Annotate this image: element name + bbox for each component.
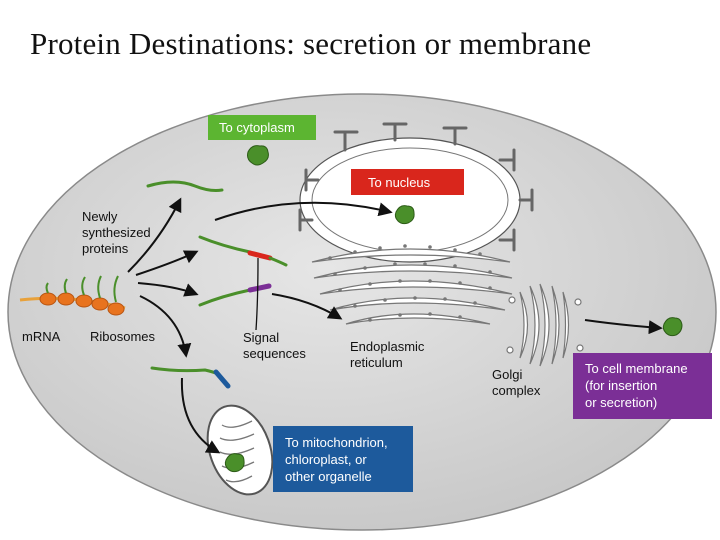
er-ribosome-dots [328,244,492,322]
pathway-arrows [127,197,663,454]
label-golgi-complex: Golgi complex [492,367,541,398]
label-ribosomes: Ribosomes [90,329,156,344]
protein-chains [146,180,288,389]
svg-text:To mitochondrion, chloro: To mitochondrion, chloroplast, or other … [285,435,391,484]
mitochondrion [206,404,274,496]
box-to-cell-membrane: To cell membrane (for insertion or secre… [573,353,712,419]
svg-text:To cell membrane (for in: To cell membrane (for insertion or secre… [585,361,691,410]
slide-title: Protein Destinations: secretion or membr… [30,26,592,61]
svg-text:To nucleus: To nucleus [368,175,431,190]
leader-line-signal-sequences [255,257,259,331]
golgi-complex [506,283,584,367]
folded-protein-icon [224,145,683,473]
ribosomes [39,292,125,316]
box-to-mitochondrion: To mitochondrion, chloroplast, or other … [273,426,413,492]
svg-text:To cytoplasm: To cytoplasm [219,120,295,135]
cell-body [7,93,717,531]
label-newly-synthesized-proteins: Newly synthesized proteins [82,209,154,256]
nascent-chains [45,275,119,303]
label-mrna: mRNA [22,329,61,344]
label-endoplasmic-reticulum: Endoplasmic reticulum [350,339,428,370]
box-to-nucleus: To nucleus [351,169,464,195]
box-to-cytoplasm: To cytoplasm [208,115,316,140]
label-signal-sequences: Signal sequences [243,330,306,361]
